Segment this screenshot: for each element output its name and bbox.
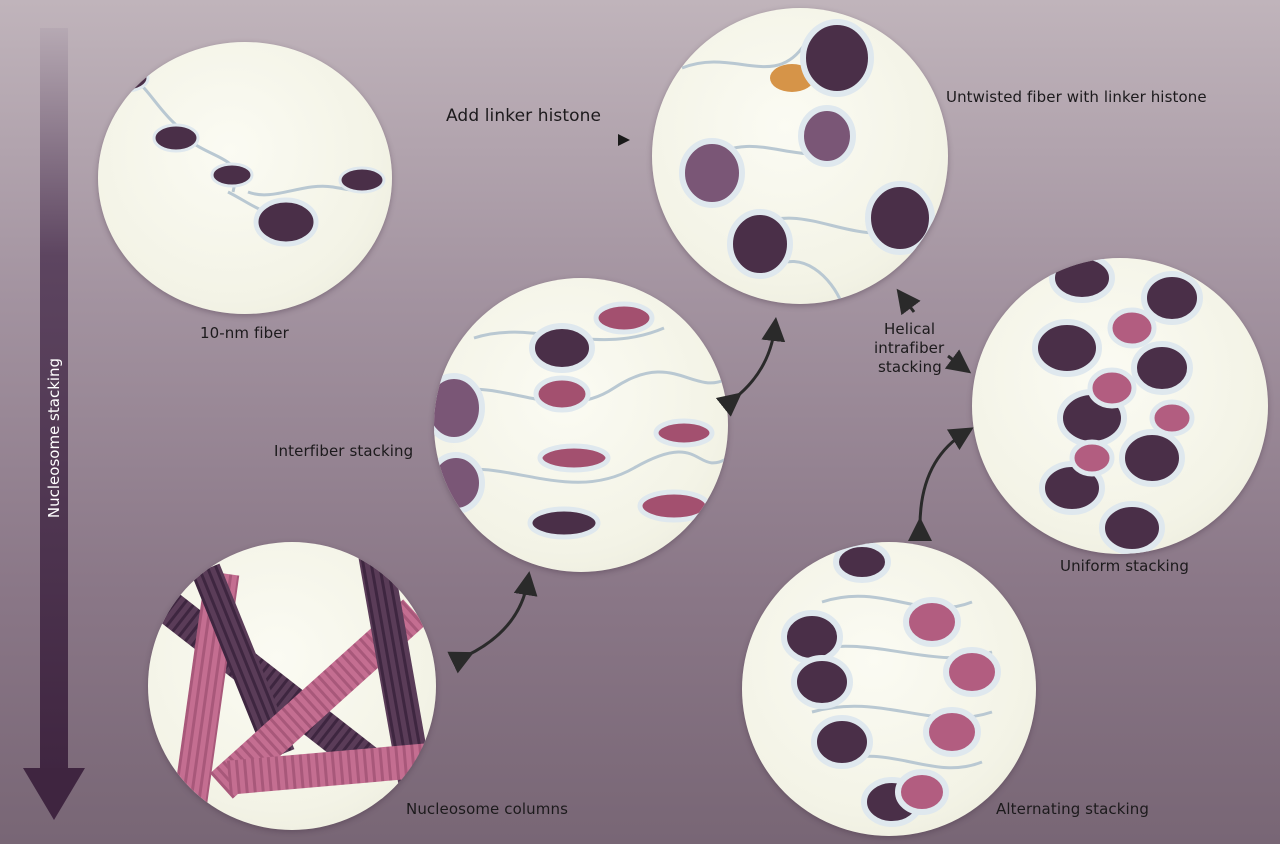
nucleosome-disc	[637, 489, 711, 523]
nucleosome-disc	[653, 418, 715, 448]
nucleosome-disc	[727, 209, 793, 279]
label-10nm-fiber: 10-nm fiber	[200, 324, 289, 342]
add-linker-histone-label: Add linker histone	[446, 106, 602, 126]
label-uniform-stacking: Uniform stacking	[1060, 557, 1190, 575]
interfiber-untwisted-arrow	[715, 317, 786, 417]
nucleosome-disc	[102, 63, 150, 93]
helical-to-untwisted-arrow	[896, 288, 921, 316]
helical-to-uniform-arrow	[944, 349, 972, 374]
uniform-illustration	[1032, 258, 1203, 554]
nucleosome-disc	[533, 375, 591, 413]
nucleosome-disc	[210, 162, 254, 188]
label-untwisted-fiber: Untwisted fiber with linker histone	[946, 88, 1207, 106]
label-helical-line2: intrafiber	[874, 339, 945, 357]
nucleosome-disc	[152, 123, 200, 153]
interfiber-illustration	[434, 301, 728, 540]
alternating-uniform-arrow	[907, 427, 974, 542]
nucleosome-stacking-arrowhead	[23, 768, 85, 820]
nucleosome-disc	[593, 301, 655, 335]
nucleosome-disc	[798, 105, 856, 167]
panel-untwisted-fiber	[652, 8, 948, 304]
nucleosome-stacking-arrow	[40, 28, 68, 788]
nucleosome-disc	[529, 323, 595, 373]
label-nucleosome-columns: Nucleosome columns	[406, 800, 568, 818]
panel-nucleosome-columns	[148, 542, 436, 830]
nucleosome-disc	[527, 506, 601, 540]
nucleosome-disc	[679, 138, 745, 208]
untwisted-fiber-illustration	[679, 19, 935, 304]
nucleosome-disc	[434, 373, 485, 443]
panel-alternating-stacking	[742, 542, 1036, 836]
nucleosome-disc	[434, 452, 485, 514]
nucleosome-disc	[865, 181, 935, 255]
label-alternating-stacking: Alternating stacking	[996, 800, 1150, 818]
nucleosome-disc	[253, 197, 319, 247]
alternating-illustration	[781, 542, 1001, 827]
panel-10nm-fiber	[98, 42, 392, 314]
label-interfiber-stacking: Interfiber stacking	[274, 442, 414, 460]
nucleosome-disc	[537, 443, 611, 473]
panel-uniform-stacking	[972, 258, 1268, 554]
label-helical-line3: stacking	[878, 358, 942, 376]
columns-interfiber-arrow	[447, 571, 538, 674]
label-helical-line1: Helical	[884, 320, 936, 338]
columns-illustration	[148, 550, 432, 824]
nucleosome-disc	[338, 166, 386, 194]
panel-interfiber-stacking	[434, 278, 728, 572]
nucleosome-disc	[800, 19, 874, 97]
add-linker-arrowhead	[618, 134, 630, 146]
fiber-10nm-illustration	[102, 63, 386, 247]
